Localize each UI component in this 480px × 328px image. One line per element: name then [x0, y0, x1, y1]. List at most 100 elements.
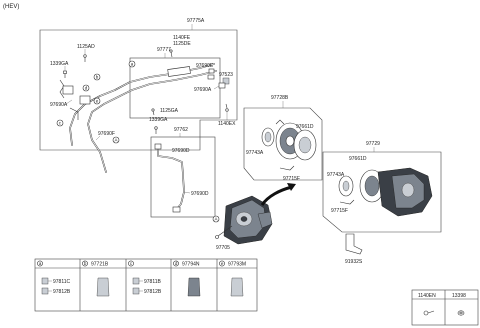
- legend-table: [34, 258, 258, 312]
- legend-callout-b: [82, 260, 88, 267]
- legend-part-number: 97811C: [53, 279, 71, 285]
- fitting-97690E: [207, 68, 215, 80]
- label-1125DE: 1125DE: [173, 41, 191, 47]
- bolt-1339GA-a: [63, 66, 67, 78]
- label-97762: 97762: [174, 127, 188, 133]
- suction-hose: [69, 63, 217, 173]
- bolt-1140EX: [225, 103, 229, 120]
- bolt-1125AD: [83, 49, 87, 62]
- clutch-box: [243, 107, 323, 181]
- legend-part-number: 97812B: [53, 289, 71, 295]
- clip-icon: [457, 310, 465, 316]
- label-1140FE: 1140FE: [173, 35, 191, 41]
- legend-part-number: 97812B: [144, 289, 162, 295]
- legend-part-icon: [96, 277, 110, 297]
- svg-text:c: c: [59, 121, 62, 126]
- label-97743A-b: 97743A: [327, 172, 345, 178]
- table-col-1140EN: 1140EN: [418, 293, 436, 299]
- legend-cell-a: a 97811C 97812B: [37, 260, 71, 295]
- label-97743A-a: 97743A: [246, 150, 264, 156]
- legend-cell-d: d 97794N: [173, 260, 201, 297]
- legend-part-number: 97811B: [144, 279, 162, 285]
- legend-code: 97794N: [182, 262, 200, 268]
- svg-text:a: a: [131, 62, 134, 67]
- legend-code: 97721B: [91, 262, 109, 268]
- svg-text:A: A: [115, 138, 118, 143]
- legend-letter: c: [130, 261, 133, 266]
- legend-part-icon: [41, 287, 49, 295]
- label-97729: 97729: [366, 141, 380, 147]
- left-bracket-parts: [59, 79, 91, 120]
- label-1125AD: 1125AD: [77, 44, 95, 50]
- label-97715F-a: 97715F: [283, 176, 300, 182]
- label-97661D-a: 97661D: [296, 124, 314, 130]
- bracket-91932S: [345, 233, 363, 255]
- fitting-97523: [222, 77, 230, 85]
- label-97661D-b: 97661D: [349, 156, 367, 162]
- legend-callout-a: [37, 260, 43, 267]
- legend-callout-e: [219, 260, 225, 267]
- compressor-body-box: [322, 151, 442, 233]
- svg-text:b: b: [96, 75, 99, 80]
- bolt-97705: [215, 225, 233, 239]
- label-97728B: 97728B: [271, 95, 289, 101]
- legend-part-icon: [132, 277, 140, 285]
- label-91932S: 91932S: [345, 259, 363, 265]
- label-97715F-b: 97715F: [331, 208, 348, 214]
- label-1339GA-a: 1339GA: [50, 61, 69, 67]
- hev-note: (HEV): [3, 4, 19, 10]
- callout-c-main: c: [56, 119, 64, 127]
- legend-code: 97793M: [228, 262, 246, 268]
- compressor-assembly: [223, 195, 273, 245]
- label-97690D-b: 97690D: [191, 191, 209, 197]
- callout-d: d: [82, 84, 90, 92]
- legend-callout-d: [173, 260, 179, 267]
- legend-cell-c: c 97811B 97812B: [128, 260, 162, 295]
- svg-text:A: A: [215, 217, 218, 222]
- screw-icon: [423, 310, 435, 316]
- label-1339GA-b: 1339GA: [149, 117, 168, 123]
- label-97690E: 97690E: [196, 63, 214, 69]
- label-97690F: 97690F: [98, 131, 115, 137]
- callout-e: e: [93, 97, 101, 105]
- callout-a-main: a: [128, 60, 136, 68]
- callout-A-main: A: [112, 136, 120, 144]
- svg-text:d: d: [85, 86, 88, 91]
- legend-letter: e: [221, 261, 224, 266]
- label-97775A: 97775A: [187, 18, 205, 24]
- label-97705: 97705: [216, 245, 230, 251]
- assembly-arrow: [260, 183, 296, 206]
- legend-cell-b: b 97721B: [82, 260, 110, 297]
- legend-part-icon: [230, 277, 244, 297]
- legend-letter: d: [175, 261, 178, 266]
- legend-callout-c: [128, 260, 134, 267]
- clutch-parts: [261, 119, 317, 171]
- legend-letter: a: [39, 261, 42, 266]
- bolt-1140FE: [169, 49, 173, 58]
- legend-letter: b: [84, 261, 87, 266]
- legend-cell-e: e 97793M: [219, 260, 246, 297]
- label-97690A-r: 97690A: [194, 87, 212, 93]
- bolt-1125GA: [151, 108, 155, 116]
- fitting-97690A: [218, 82, 226, 89]
- label-97523: 97523: [219, 72, 233, 78]
- label-97777: 97777: [157, 47, 171, 53]
- label-1140EX: 1140EX: [218, 121, 236, 127]
- legend-part-icon: [132, 287, 140, 295]
- legend-part-icon: [41, 277, 49, 285]
- callout-b: b: [93, 73, 101, 81]
- label-97690D-a: 97690D: [172, 148, 190, 154]
- bolt-1339GA-b: [154, 126, 158, 134]
- discharge-hose: [154, 143, 185, 213]
- label-1125GA: 1125GA: [160, 108, 179, 114]
- legend-part-icon: [187, 277, 201, 297]
- table-col-13398: 13398: [452, 293, 466, 299]
- svg-text:e: e: [96, 99, 99, 104]
- main-hose-assembly-box: 97775A: [39, 18, 238, 151]
- small-part-table: 1140EN 13398: [411, 289, 479, 326]
- callout-A-compressor: A: [212, 215, 220, 223]
- discharge-hose-box: [150, 136, 216, 218]
- compressor-body-parts: [338, 167, 433, 217]
- label-97690A-l: 97690A: [50, 102, 68, 108]
